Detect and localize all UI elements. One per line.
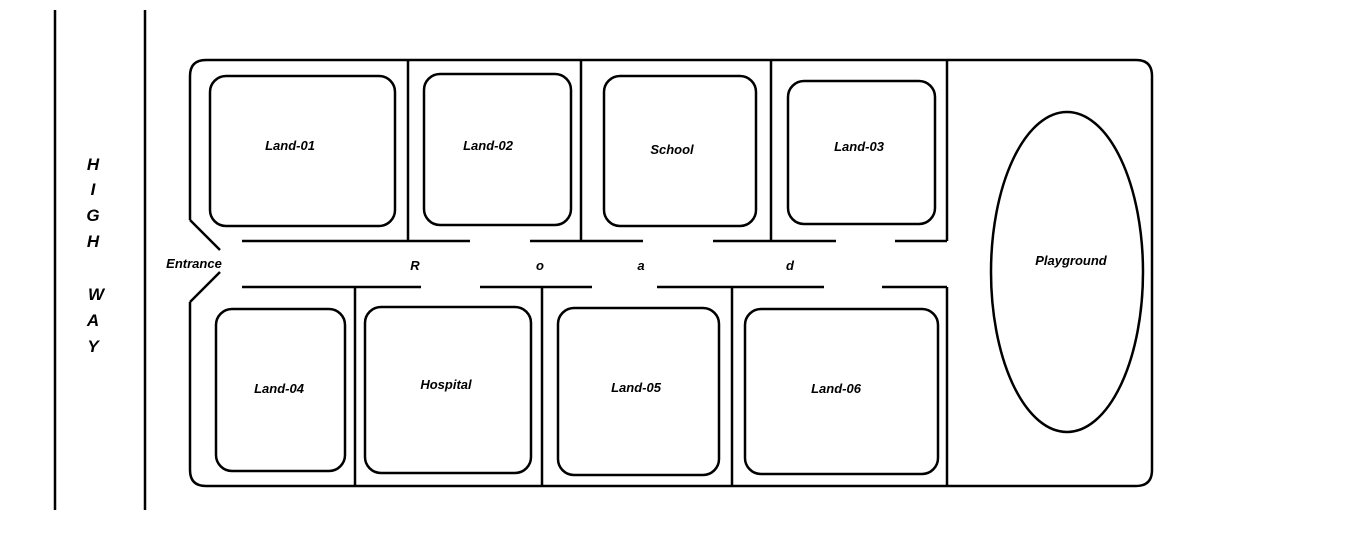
plot-land-06 xyxy=(743,307,940,476)
road-letter: a xyxy=(637,258,644,273)
highway-letter: I xyxy=(91,180,97,199)
highway-letter: Y xyxy=(87,337,100,356)
road-letter: o xyxy=(536,258,544,273)
highway-letter: H xyxy=(87,155,100,174)
playground-label: Playground xyxy=(1035,253,1108,268)
plot-label: Land-06 xyxy=(811,381,862,396)
road-letter: d xyxy=(786,258,795,273)
plot-land-01 xyxy=(208,74,397,228)
entrance-diagonal-top xyxy=(189,219,221,251)
entrance-label: Entrance xyxy=(166,256,222,271)
site-boundary xyxy=(188,58,1154,488)
plot-label: School xyxy=(650,142,694,157)
plot-land-05 xyxy=(556,306,721,477)
highway-letter: W xyxy=(88,285,106,304)
plot-land-03 xyxy=(786,79,937,226)
plot-label: Land-01 xyxy=(265,138,315,153)
playground-oval xyxy=(989,110,1145,434)
plot-label: Hospital xyxy=(420,377,472,392)
highway-letter: H xyxy=(87,232,100,251)
highway-letter: G xyxy=(86,206,99,225)
plot-land-02 xyxy=(422,72,573,227)
plot-label: Land-05 xyxy=(611,380,662,395)
plot-label: Land-03 xyxy=(834,139,885,154)
plot-land-04 xyxy=(214,307,347,473)
plot-label: Land-02 xyxy=(463,138,514,153)
plot-label: Land-04 xyxy=(254,381,305,396)
entrance-diagonal-bottom xyxy=(189,271,221,303)
plot-hospital xyxy=(363,305,533,475)
plot-school xyxy=(602,74,758,228)
road-letter: R xyxy=(410,258,420,273)
highway-letter: A xyxy=(86,311,99,330)
